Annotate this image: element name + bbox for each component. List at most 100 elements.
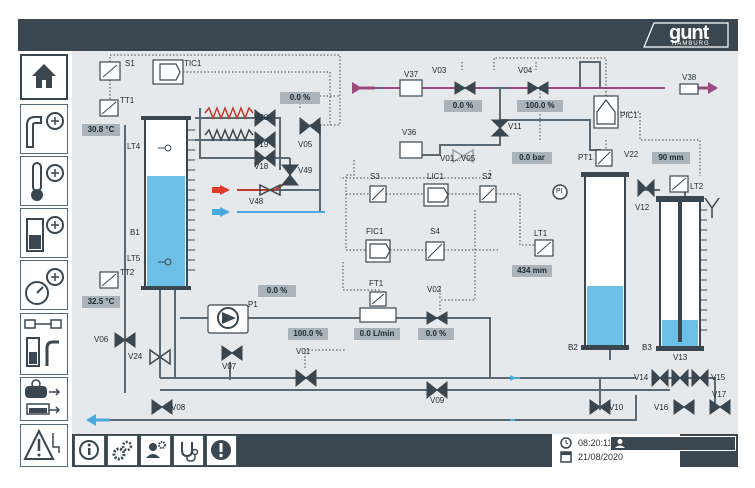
- tt1-value: 30.8 °C: [82, 124, 120, 136]
- label-s3: S3: [370, 172, 380, 181]
- sidebar-item-home[interactable]: [20, 54, 68, 100]
- lt1-level-value: 434 mm: [512, 265, 552, 277]
- thermometer-icon: [31, 162, 64, 201]
- label-v08: V08: [171, 403, 186, 412]
- label-v04: V04: [518, 66, 533, 75]
- sidebar-item-pressure[interactable]: [20, 260, 68, 310]
- label-pt1: PT1: [578, 153, 593, 162]
- label-s2: S2: [482, 172, 492, 181]
- v02-position-value: 0.0 %: [418, 328, 454, 340]
- label-v48: V48: [249, 197, 264, 206]
- pressure-gauge-icon: [25, 268, 64, 305]
- label-v07: V07: [222, 362, 237, 371]
- label-s4: S4: [430, 227, 440, 236]
- tank-level-icon: [26, 216, 64, 252]
- label-v24: V24: [128, 352, 143, 361]
- flow-scheme-icon: [24, 319, 62, 367]
- label-v03: V03: [432, 66, 447, 75]
- stethoscope-icon: [181, 442, 199, 462]
- label-lt2: LT2: [690, 182, 704, 191]
- clock-icon: [560, 437, 572, 463]
- label-fic1: FIC1: [366, 227, 384, 236]
- sidebar-item-alarm[interactable]: [20, 424, 68, 467]
- user-icon: [615, 439, 625, 448]
- info-button[interactable]: [74, 435, 105, 466]
- label-v01: V01: [296, 347, 311, 356]
- label-v19: V19: [254, 140, 269, 149]
- sidebar-item-flow-scheme[interactable]: [20, 313, 68, 375]
- label-b1: B1: [130, 228, 140, 237]
- info-icon: [79, 440, 99, 460]
- label-b3: B3: [642, 343, 652, 352]
- label-v09: V09: [430, 396, 445, 405]
- user-settings-button[interactable]: [140, 435, 171, 466]
- label-v18: V18: [254, 162, 269, 171]
- brand-name: gunt: [669, 22, 709, 44]
- pid-schematic: [86, 54, 731, 426]
- label-lt4: LT4: [127, 142, 141, 151]
- label-v20: V20: [254, 113, 269, 122]
- label-v13: V13: [673, 353, 688, 362]
- label-ft1: FT1: [369, 279, 384, 288]
- label-v22: V22: [624, 150, 639, 159]
- label-v06: V06: [94, 335, 109, 344]
- label-v11: V11: [508, 122, 522, 131]
- label-s1: S1: [125, 59, 135, 68]
- v03-position-value: 0.0 %: [444, 100, 482, 112]
- label-b2: B2: [568, 343, 578, 352]
- label-p1: P1: [248, 300, 258, 309]
- home-icon: [32, 64, 56, 88]
- warning-touch-icon: [23, 428, 60, 460]
- label-v14: V14: [634, 373, 649, 382]
- pt1-pressure-value: 0.0 bar: [512, 152, 552, 164]
- pump-dosing-icon: [25, 379, 61, 415]
- label-v10: V10: [609, 403, 624, 412]
- label-v16: V16: [654, 403, 669, 412]
- process-diagram: 30.8 °C 32.5 °C 0.0 % 0.0 % 100.0 % 0.0 …: [72, 51, 738, 434]
- user-login-field[interactable]: [610, 436, 736, 451]
- gunt-logo: gunt HAMBURG: [642, 22, 730, 48]
- label-v17: V17: [712, 390, 727, 399]
- label-tt1: TT1: [120, 96, 135, 105]
- sidebar-item-pump-dosing[interactable]: [20, 377, 68, 421]
- sidebar-item-level[interactable]: [20, 208, 68, 258]
- brand-sub: HAMBURG: [672, 41, 710, 47]
- time-text: 08:20:11: [578, 438, 613, 448]
- sidebar-item-temperature[interactable]: [20, 156, 68, 206]
- date-text: 21/08/2020: [578, 452, 624, 462]
- label-v38: V38: [682, 73, 697, 82]
- lt2-level-value: 90 mm: [652, 152, 690, 164]
- label-v15: V15: [711, 373, 726, 382]
- tt2-value: 32.5 °C: [82, 296, 120, 308]
- sidebar: [18, 51, 70, 467]
- bottom-bar: 08:20:11 21/08/2020: [72, 434, 738, 467]
- alarm-button[interactable]: [206, 435, 237, 466]
- exclamation-icon: [211, 440, 231, 460]
- label-lt5: LT5: [127, 254, 141, 263]
- label-v05: V05: [298, 140, 313, 149]
- header-bar: gunt HAMBURG: [18, 19, 738, 51]
- label-pic1: PIC1: [620, 111, 638, 120]
- label-v37: V37: [404, 70, 419, 79]
- label-v02: V02: [427, 285, 442, 294]
- label-pi: PI: [556, 188, 563, 195]
- sidebar-item-pipe-control[interactable]: [20, 104, 68, 154]
- user-gear-icon: [146, 441, 166, 458]
- ft1-flow-value: 0.0 L/min: [354, 328, 400, 340]
- label-tic1: TIC1: [184, 59, 202, 68]
- v01-position-value: 100.0 %: [288, 328, 328, 340]
- diagnostics-button[interactable]: [173, 435, 204, 466]
- label-lic1: LIC1: [427, 172, 444, 181]
- v04-position-value: 100.0 %: [517, 100, 563, 112]
- label-v12: V12: [635, 203, 650, 212]
- settings-button[interactable]: [107, 435, 138, 466]
- v20-position-value: 0.0 %: [280, 92, 320, 104]
- label-v36: V36: [402, 128, 417, 137]
- label-v49: V49: [298, 166, 313, 175]
- label-lt1: LT1: [534, 229, 548, 238]
- pipe-control-icon: [26, 112, 64, 148]
- gear-icon: [112, 440, 133, 461]
- label-tt2: TT2: [120, 268, 135, 277]
- label-v01-v05: V01...V05: [440, 154, 476, 163]
